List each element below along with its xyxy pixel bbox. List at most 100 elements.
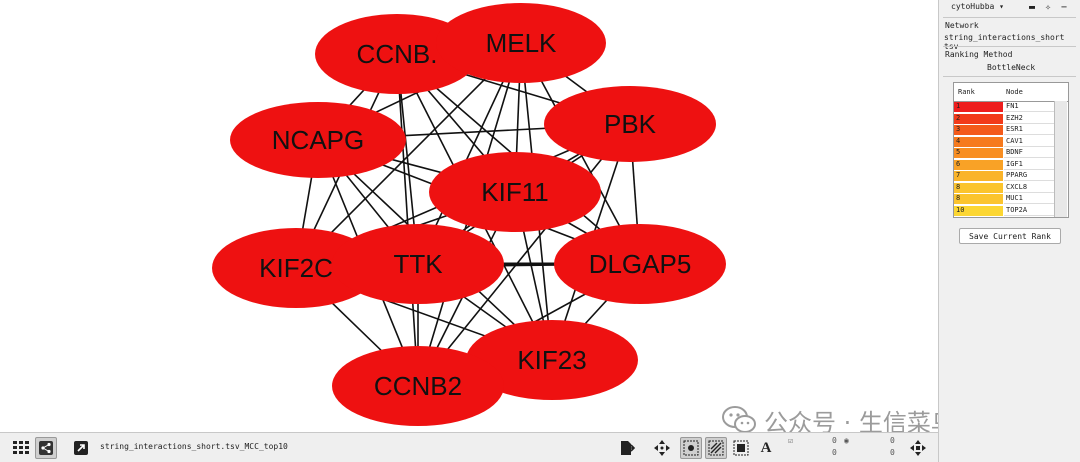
node-label: CCNB.: [357, 39, 438, 69]
bottom-toolbar: string_interactions_short.tsv_MCC_top10 …: [0, 432, 938, 462]
annotation-text-icon[interactable]: A: [760, 439, 772, 456]
select-nodes-icon[interactable]: [680, 437, 702, 459]
node-ccnb2[interactable]: CCNB2: [332, 346, 504, 426]
node-ellipse[interactable]: [544, 86, 716, 162]
node-ellipse[interactable]: [230, 102, 406, 178]
node-ellipse[interactable]: [315, 14, 479, 94]
node-cell: IGF1: [1004, 159, 1054, 170]
node-cell: CAV1: [1004, 136, 1054, 147]
ranking-method-value[interactable]: BottleNeck: [987, 63, 1036, 72]
cytohubba-panel: cytoHubba ▾ ▬ ✧ − Network string_interac…: [938, 0, 1080, 462]
rank-cell: 7: [954, 171, 1003, 181]
fit-content-icon[interactable]: [651, 437, 673, 459]
node-cell: CXCL8: [1004, 182, 1054, 193]
node-column-header[interactable]: Node: [1006, 88, 1023, 96]
node-kif23[interactable]: KIF23: [466, 320, 638, 400]
node-label: KIF2C: [259, 253, 333, 283]
network-value: string_interactions_short tsv: [944, 33, 1065, 51]
rank-cell: 5: [954, 148, 1003, 158]
node-dlgap5[interactable]: DLGAP5: [554, 224, 726, 304]
node-ellipse[interactable]: [466, 320, 638, 400]
select-edges-icon[interactable]: [705, 437, 727, 459]
node-label: DLGAP5: [589, 249, 692, 279]
node-label: NCAPG: [272, 125, 364, 155]
edge-melk-kif20[interactable]: [295, 42, 522, 269]
visible-nodes-count: 0: [890, 436, 895, 445]
app-select[interactable]: cytoHubba ▾: [951, 2, 1004, 11]
node-cell: MUC1: [1004, 194, 1054, 204]
pin-icon[interactable]: ✧: [1045, 2, 1052, 13]
node-kif11[interactable]: KIF11: [429, 152, 601, 232]
node-label: KIF11: [481, 177, 548, 207]
node-cell: FN1: [1004, 102, 1054, 112]
navigate-icon[interactable]: [907, 437, 929, 459]
node-cell: EZH2: [1004, 113, 1054, 124]
select-annotations-icon[interactable]: [730, 437, 752, 459]
node-label: TTK: [393, 249, 443, 279]
save-current-rank-button[interactable]: Save Current Rank: [959, 228, 1061, 244]
node-ellipse[interactable]: [436, 3, 606, 83]
node-ellipse[interactable]: [332, 224, 504, 304]
node-pbk[interactable]: PBK: [544, 86, 716, 162]
node-cell: TOP2A: [1004, 205, 1054, 216]
rank-column-header[interactable]: Rank: [958, 88, 975, 96]
divider: [943, 46, 1076, 47]
open-external-icon[interactable]: [70, 437, 92, 459]
export-icon[interactable]: [616, 437, 638, 459]
node-melk[interactable]: MELK: [436, 3, 606, 83]
node-ttk[interactable]: TTK: [332, 224, 504, 304]
rank-cell: 10: [954, 205, 1003, 216]
rank-table-header: Rank Node: [954, 83, 1068, 102]
panel-topbar: cytoHubba ▾ ▬ ✧ −: [939, 0, 1080, 16]
current-network-name: string_interactions_short.tsv_MCC_top10: [100, 442, 288, 451]
visible-icon: ◉: [844, 436, 849, 445]
node-ellipse[interactable]: [429, 152, 601, 232]
minimize-icon[interactable]: −: [1061, 2, 1068, 13]
selected-nodes-count: 0: [832, 436, 837, 445]
rank-cell: 1: [954, 102, 1003, 112]
rank-cell: 3: [954, 125, 1003, 135]
node-ncapg[interactable]: NCAPG: [230, 102, 406, 178]
rank-cell: 4: [954, 136, 1003, 147]
selected-nodes-icon: ☑: [788, 436, 793, 445]
node-ccnb1[interactable]: CCNB.: [315, 14, 479, 94]
rank-cell: 2: [954, 113, 1003, 124]
rank-cell: 8: [954, 194, 1003, 204]
window-icon[interactable]: ▬: [1029, 2, 1036, 13]
node-ellipse[interactable]: [554, 224, 726, 304]
node-ellipse[interactable]: [212, 228, 380, 308]
rank-cell: 8: [954, 182, 1003, 193]
table-scrollbar[interactable]: [1054, 101, 1067, 217]
node-label: CCNB2: [374, 371, 462, 401]
grid-view-icon[interactable]: [10, 437, 32, 459]
divider: [943, 76, 1076, 77]
wechat-icon: [722, 406, 756, 433]
node-label: PBK: [604, 109, 657, 139]
node-cell: BDNF: [1004, 148, 1054, 158]
ranking-method-label: Ranking Method: [945, 50, 1013, 59]
node-cell: ESR1: [1004, 125, 1054, 135]
share-network-icon[interactable]: [35, 437, 57, 459]
node-kif20[interactable]: KIF2C: [212, 228, 380, 308]
rank-cell: 6: [954, 159, 1003, 170]
node-cell: PPARG: [1004, 171, 1054, 181]
node-label: MELK: [486, 28, 557, 58]
selected-edges-count: 0: [832, 448, 837, 457]
edge-pbk-ccnb2[interactable]: [417, 123, 631, 387]
node-label: KIF23: [517, 345, 586, 375]
node-ellipse[interactable]: [332, 346, 504, 426]
